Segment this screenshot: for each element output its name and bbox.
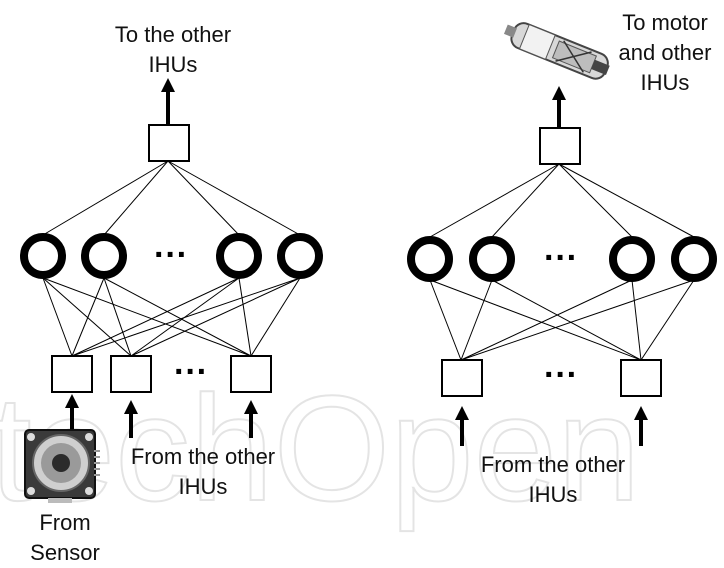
right-input-connections <box>429 279 695 361</box>
right-output-label-line: To motor <box>622 10 708 35</box>
left-output-label: To the other IHUs <box>88 20 258 80</box>
left-output-node <box>148 124 190 162</box>
left-hidden-node <box>20 233 66 279</box>
left-sensor-label-line: Sensor <box>30 540 100 565</box>
left-hidden-ellipsis: ··· <box>154 236 188 274</box>
right-input-ellipsis: ··· <box>544 356 578 394</box>
motor-icon <box>503 22 610 80</box>
left-hidden-node <box>277 233 323 279</box>
left-output-arrowhead <box>161 78 175 92</box>
right-input-node <box>441 359 483 397</box>
left-output-label-line: IHUs <box>148 52 198 77</box>
left-sensor-label: From Sensor <box>10 508 120 568</box>
right-input-arrows <box>455 406 648 446</box>
right-hidden-node <box>609 236 655 282</box>
right-hidden-node <box>671 236 717 282</box>
right-output-label: To motor and other IHUs <box>606 8 724 98</box>
right-output-label-line: and other <box>618 40 712 65</box>
right-output-connections <box>429 163 695 238</box>
right-hidden-node <box>407 236 453 282</box>
right-other-input-label-line: From the other <box>480 452 626 477</box>
left-input-connections <box>42 277 301 357</box>
left-output-connections <box>42 160 301 236</box>
watermark-text: techOpen <box>0 364 640 532</box>
left-hidden-node <box>81 233 127 279</box>
left-network: ··· ··· <box>20 78 323 503</box>
left-other-input-label-line: IHUs <box>178 474 228 499</box>
right-hidden-ellipsis: ··· <box>544 239 578 277</box>
rotary-sensor-icon <box>24 429 100 503</box>
right-output-arrowhead <box>552 86 566 100</box>
left-input-node <box>230 355 272 393</box>
right-input-node <box>620 359 662 397</box>
right-network: ··· ··· <box>407 22 717 446</box>
left-output-label-line: To the other <box>114 22 232 47</box>
left-sensor-label-line: From <box>39 510 91 535</box>
left-other-input-label-line: From the other <box>130 444 276 469</box>
right-other-input-label: From the other IHUs <box>458 450 648 510</box>
right-other-input-label-line: IHUs <box>528 482 578 507</box>
left-input-arrows <box>65 394 258 438</box>
left-hidden-node <box>216 233 262 279</box>
right-output-label-line: IHUs <box>640 70 690 95</box>
left-input-node <box>51 355 93 393</box>
left-input-ellipsis: ··· <box>174 353 208 391</box>
right-output-node <box>539 127 581 165</box>
right-hidden-node <box>469 236 515 282</box>
left-input-node <box>110 355 152 393</box>
left-other-input-label: From the other IHUs <box>108 442 298 502</box>
